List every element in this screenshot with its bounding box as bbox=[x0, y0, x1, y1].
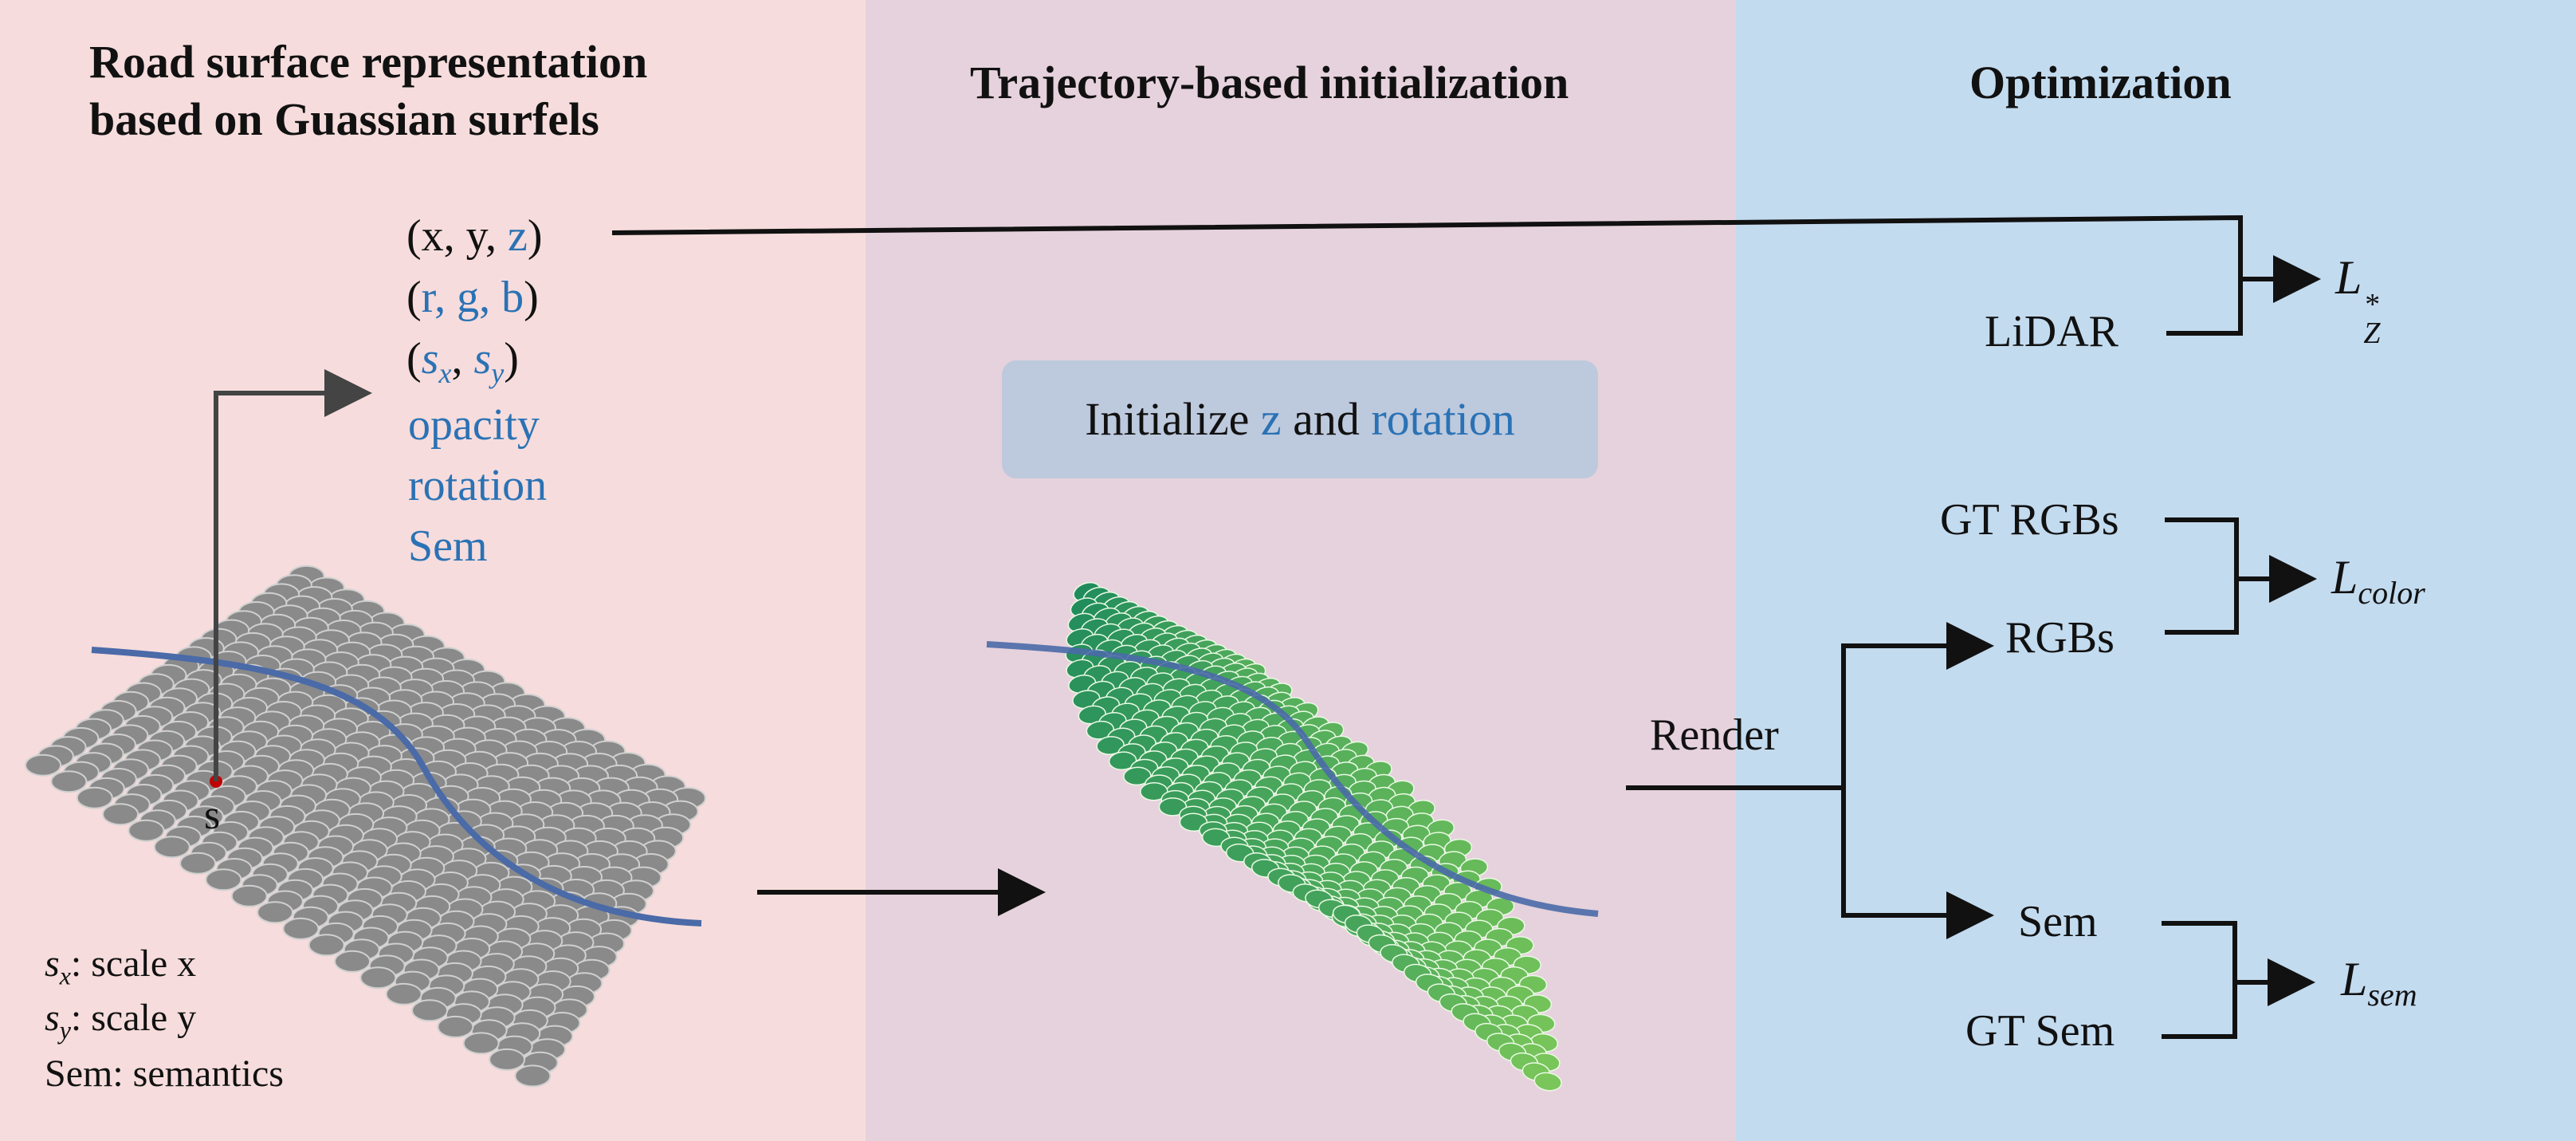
green-surfel bbox=[1533, 1072, 1562, 1092]
gray-surfel bbox=[462, 1032, 500, 1055]
attr-scale-open: ( bbox=[406, 334, 422, 384]
label-gt-sem: GT Sem bbox=[1965, 1006, 2115, 1056]
green-surfel-grid bbox=[1065, 581, 1562, 1092]
gray-surfel bbox=[437, 1015, 474, 1038]
gray-surfel bbox=[514, 1064, 552, 1088]
attr-scale-sx-sub: x bbox=[438, 357, 452, 390]
attr-xyz-close: ) bbox=[527, 211, 543, 261]
attr-scale-close: ) bbox=[504, 334, 519, 384]
point-label: s bbox=[204, 793, 221, 838]
attr-rgb-close: ) bbox=[524, 273, 539, 322]
label-render: Render bbox=[1650, 710, 1779, 760]
gray-surfel-grid bbox=[25, 565, 706, 1088]
gray-surfel bbox=[282, 917, 320, 940]
attr-opacity: opacity bbox=[408, 400, 540, 450]
init-prefix: Initialize bbox=[1085, 393, 1261, 445]
gray-surfel bbox=[230, 884, 268, 907]
gray-surfel bbox=[128, 819, 165, 842]
gray-surfel bbox=[76, 786, 113, 809]
panel-initialization bbox=[866, 0, 1736, 1141]
label-sem: Sem bbox=[2018, 897, 2098, 946]
title-optimization: Optimization bbox=[1969, 57, 2232, 108]
green-surfel bbox=[1123, 766, 1152, 786]
trajectory-curve-left bbox=[91, 647, 702, 927]
gray-surfel bbox=[179, 852, 217, 875]
attr-rotation: rotation bbox=[408, 461, 548, 510]
attr-xyz-open: (x, y, bbox=[406, 211, 509, 261]
loss-z: L*Z bbox=[2335, 247, 2386, 350]
gray-surfel bbox=[25, 753, 62, 777]
green-surfel bbox=[1086, 720, 1114, 740]
sem-bracket bbox=[2162, 921, 2237, 1039]
attribute-pointer-arrow bbox=[214, 369, 372, 781]
legend-sy-sym: s bbox=[45, 997, 60, 1039]
gray-surfel bbox=[489, 1048, 526, 1071]
attr-rgb-open: ( bbox=[406, 273, 422, 322]
green-surfel bbox=[1158, 797, 1188, 816]
label-lidar: LiDAR bbox=[1985, 307, 2119, 356]
loss-color-sym: L bbox=[2331, 551, 2358, 604]
gray-surfel bbox=[308, 934, 345, 957]
loss-sem-sym: L bbox=[2341, 953, 2368, 1005]
legend-sem: Sem: semantics bbox=[45, 1052, 284, 1095]
init-and: and bbox=[1281, 393, 1372, 445]
trajectory-curve-middle bbox=[986, 641, 1599, 917]
gray-surfel bbox=[411, 999, 449, 1022]
gray-surfel bbox=[359, 966, 397, 990]
loss-color-sub: color bbox=[2358, 575, 2425, 611]
attr-scale-comma: , bbox=[451, 334, 474, 384]
legend-sx: sx: scale x bbox=[45, 938, 196, 1002]
gray-surfel bbox=[334, 950, 371, 973]
attr-scale-sx: s bbox=[421, 334, 439, 384]
title-representation-line2: based on Guassian surfels bbox=[89, 93, 599, 145]
legend-sx-sub: x bbox=[59, 961, 71, 990]
attr-scale-sy: s bbox=[473, 334, 492, 384]
loss-z-sym: L bbox=[2335, 251, 2362, 304]
green-surfel bbox=[1140, 781, 1168, 801]
loss-color: Lcolor bbox=[2331, 547, 2425, 624]
legend-sy-sub: y bbox=[59, 1015, 71, 1045]
attr-rgb: (r, g, b) bbox=[406, 267, 539, 328]
gray-surfel bbox=[153, 836, 190, 859]
attr-sem: Sem bbox=[408, 521, 488, 571]
loss-sem-sub: sem bbox=[2367, 977, 2417, 1013]
gray-surfel bbox=[257, 901, 294, 924]
init-box: Initialize z and rotation bbox=[1002, 360, 1598, 478]
title-initialization: Trajectory-based initialization bbox=[970, 57, 1569, 108]
loss-z-sup: * bbox=[2363, 288, 2379, 321]
legend-sx-text: : scale x bbox=[70, 942, 197, 985]
panel-optimization bbox=[1736, 0, 2576, 1141]
loss-sem: Lsem bbox=[2341, 949, 2417, 1025]
loss-z-sub: Z bbox=[2363, 317, 2381, 350]
legend-sy: sy: scale y bbox=[45, 992, 196, 1056]
legend-sx-sym: s bbox=[45, 942, 60, 985]
gray-surfel bbox=[205, 868, 242, 891]
title-representation-line1: Road surface representation bbox=[89, 36, 648, 88]
init-rotation: rotation bbox=[1371, 393, 1515, 445]
render-branch-lines bbox=[1626, 643, 1977, 918]
legend-sy-text: : scale y bbox=[70, 997, 197, 1039]
label-gt-rgbs: GT RGBs bbox=[1940, 495, 2119, 545]
init-z: z bbox=[1260, 393, 1282, 445]
xyz-to-loss-line bbox=[611, 214, 2243, 336]
gray-surfel bbox=[50, 770, 88, 793]
attr-scale: (sx, sy) bbox=[406, 329, 519, 403]
attr-scale-sy-sub: y bbox=[491, 357, 505, 390]
attr-rgb-value: r, g, b bbox=[421, 273, 524, 322]
label-rgbs: RGBs bbox=[2005, 613, 2115, 663]
gray-surfel bbox=[385, 982, 422, 1005]
attr-xyz-z: z bbox=[508, 211, 528, 261]
green-surfel bbox=[1108, 751, 1137, 770]
attr-xyz: (x, y, z) bbox=[406, 206, 543, 266]
init-text: Initialize z and rotation bbox=[1002, 360, 1598, 478]
gray-surfel bbox=[102, 803, 139, 826]
color-bracket bbox=[2165, 517, 2239, 635]
green-surfel bbox=[1096, 736, 1125, 755]
